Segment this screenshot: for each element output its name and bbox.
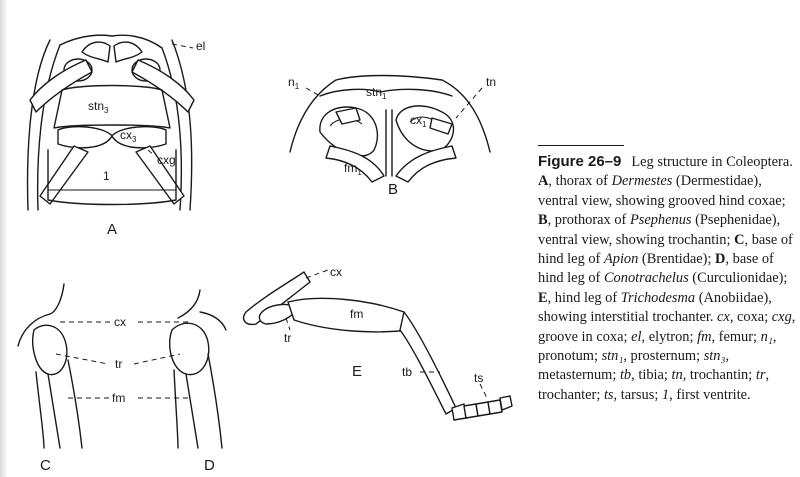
caption-segment: ts [603,386,614,403]
caption-segment: D [715,251,726,268]
caption-segment: , metasternum; [538,348,730,384]
caption-segment: n₁ [760,328,773,345]
label-stn3: stn3 [88,99,109,115]
caption-segment: fm [697,328,712,345]
caption-segment: , thorax of [548,173,612,190]
caption-segment: (Brentidae); [638,251,716,268]
label-e-tb: tb [402,365,412,379]
label-cxg: cxg [157,153,176,167]
caption-segment: , trochanter; [538,367,770,403]
caption-segment: (Curculionidae); [688,270,788,287]
label-el: el [196,39,205,53]
caption-segment: B [538,212,548,229]
caption-segment: Leg structure in Coleoptera. [631,154,793,170]
caption-segment: Trichodesma [620,289,696,306]
caption-segment: C [734,231,745,248]
caption-segment: cxg [771,309,792,326]
caption-segment: stn₁ [601,348,624,365]
label-tn: tn [486,75,496,89]
caption-segment: (Psephenidae), ventral view, showing tro… [538,212,781,248]
panel-letter-c: C [40,457,51,474]
label-n1: n1 [288,75,300,91]
panel-a-drawing [26,34,195,211]
caption-segment: el [631,328,642,345]
caption-segment: (Anobiidae), showing interstitial trocha… [538,289,772,326]
label-e-cx: cx [330,265,342,279]
caption-segment: , pronotum; [538,328,777,365]
caption-rule [538,145,624,146]
caption-segment: Apion [603,251,639,268]
caption-segment: A [538,173,549,190]
scan-edge-shadow [0,0,8,477]
caption-segment: stn₃ [703,348,726,365]
figure-number: Figure 26–9 [538,153,622,170]
caption-segment: , groove in coxa; [538,309,796,345]
caption-segment: 1 [661,386,670,403]
caption-segment: , coxa; [729,309,772,326]
label-ventrite-1: 1 [103,169,110,183]
caption-segment: E [538,289,548,306]
label-cx3: cx3 [120,128,137,144]
label-e-ts: ts [474,371,483,385]
caption-segment: , trochantin; [682,367,756,384]
caption-segment: , tibia; [631,367,672,384]
caption-segment: , tarsus; [613,386,662,403]
panel-e-drawing [242,269,513,421]
caption-segment: , femur; [711,328,761,345]
caption-segment: (Dermestidae), ventral view, showing gro… [538,173,786,209]
label-e-tr: tr [284,331,291,345]
caption-segment: , prosternum; [623,348,704,365]
caption-segment: , elytron; [641,328,698,345]
label-cd-cx: cx [114,315,126,329]
panel-letter-b: B [388,181,398,198]
label-fm1: fm1 [344,161,362,177]
caption-segment: tb [619,367,632,384]
panel-letter-e: E [352,363,362,380]
panel-cd-leaders [55,321,190,399]
caption-text: Leg structure in Coleoptera. A, thorax o… [538,154,795,403]
label-cd-fm: fm [112,391,125,405]
caption-segment: cx [717,309,730,326]
caption-segment: Conotrachelus [603,270,689,287]
caption-segment: , prothorax of [547,212,630,229]
caption-segment: tr [755,367,766,384]
caption-segment: Dermestes [611,173,673,190]
label-cx1: cx1 [410,113,427,129]
label-e-fm: fm [350,307,363,321]
caption-segment: , base of hind leg of [538,251,774,287]
caption-segment: , base of hind leg of [538,231,793,268]
panel-b-drawing [289,74,491,183]
caption-segment: Psephenus [629,212,692,229]
caption-segment: tn [671,367,683,384]
panel-letter-d: D [204,457,215,474]
caption-segment: , hind leg of [547,289,621,306]
panel-d-drawing [168,289,227,449]
panel-c-drawing [17,283,83,449]
panel-letter-a: A [107,221,117,238]
label-stn1: stn1 [366,85,387,101]
caption-segment: , first ventrite. [669,386,751,403]
label-cd-tr: tr [115,357,122,371]
